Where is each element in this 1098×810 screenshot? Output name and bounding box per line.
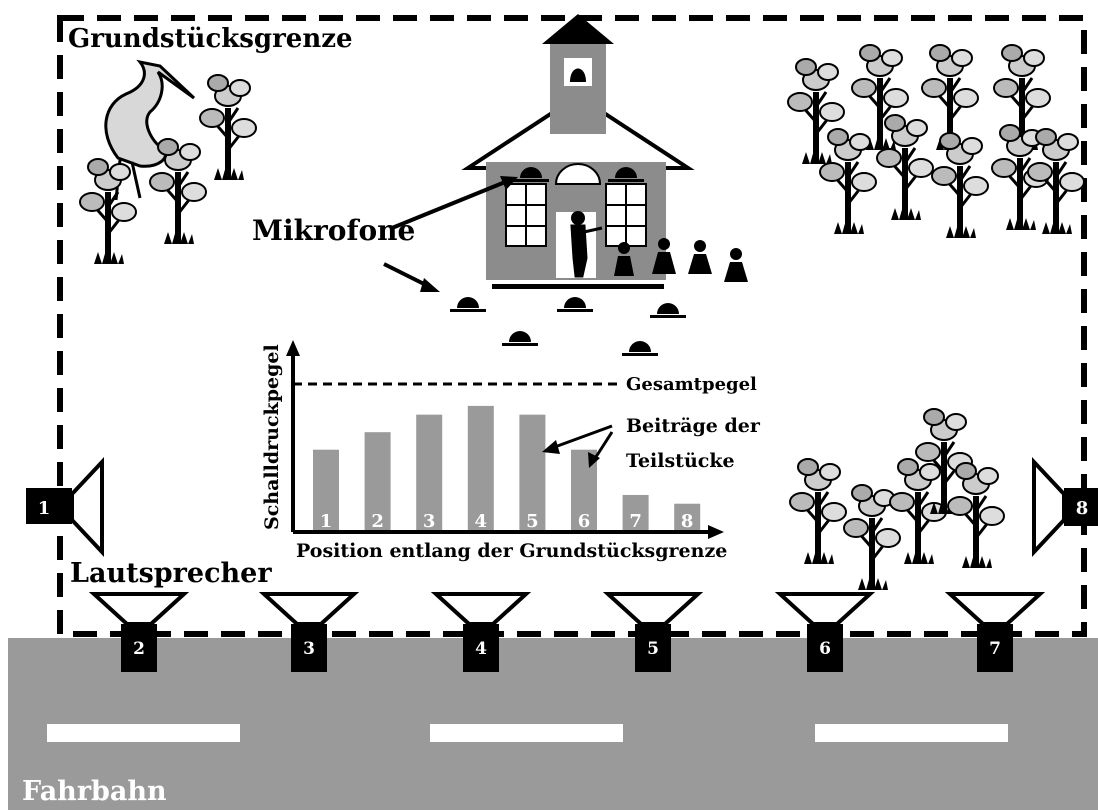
bar-label-7: 7	[629, 511, 642, 532]
loudspeaker-3: 3	[258, 592, 360, 672]
bar-label-8: 8	[681, 511, 694, 532]
microphone-icon	[622, 341, 658, 356]
speaker-number: 7	[989, 639, 1001, 659]
speaker-number: 3	[303, 639, 315, 659]
bar-2	[364, 432, 391, 530]
y-axis-label: Schalldruckpegel	[261, 344, 283, 530]
total-level-label: Gesamtpegel	[626, 374, 757, 395]
x-axis-arrow	[708, 525, 724, 539]
bar-label-6: 6	[578, 511, 591, 532]
bar-label-1: 1	[320, 511, 333, 532]
boundary-label: Grundstücksgrenze	[68, 24, 353, 54]
x-axis-label: Position entlang der Grundstücksgrenze	[296, 540, 727, 562]
speaker-number: 5	[647, 639, 659, 659]
microphone-icon	[557, 297, 593, 312]
microphone-icon	[650, 303, 686, 318]
school-building-icon	[461, 14, 748, 289]
tree-icon	[888, 457, 948, 566]
loudspeaker-8: 8	[1032, 456, 1098, 558]
tree-icon	[875, 113, 935, 222]
loudspeakers-label: Lautsprecher	[70, 558, 272, 589]
bar-label-4: 4	[475, 511, 488, 532]
microphone-icon	[502, 331, 538, 346]
speaker-number: 8	[1076, 498, 1089, 519]
contributions-pointer-arrows	[542, 424, 614, 468]
bar-label-3: 3	[423, 511, 436, 532]
y-axis-arrow	[286, 340, 300, 356]
bar-3	[416, 414, 443, 530]
bar-7	[622, 494, 649, 530]
microphone-icon	[450, 297, 486, 312]
tree-icon	[78, 157, 138, 266]
road-label: Fahrbahn	[22, 776, 167, 807]
property-boundary	[57, 15, 1087, 637]
level-chart: 1 2 3 4 5 6 7 8 Gesamtpegel Position entlang de…	[261, 340, 761, 562]
lane-marking	[47, 724, 240, 742]
bar-8	[674, 503, 701, 530]
bar-1	[313, 449, 339, 530]
speaker-number: 6	[819, 639, 831, 659]
loudspeaker-7: 7	[944, 592, 1046, 672]
speaker-number: 2	[133, 639, 145, 659]
contributions-label-line2: Teilstücke	[626, 450, 735, 472]
loudspeaker-4: 4	[430, 592, 532, 672]
speaker-number: 1	[38, 498, 51, 519]
tree-icon	[818, 127, 878, 236]
tree-icon	[788, 457, 848, 566]
speaker-number: 4	[475, 639, 487, 659]
bar-label-2: 2	[371, 511, 384, 532]
loudspeaker-1: 1	[26, 456, 104, 558]
loudspeaker-6: 6	[774, 592, 876, 672]
loudspeaker-2: 2	[88, 592, 190, 672]
bar-5	[519, 414, 546, 530]
bar-4	[467, 405, 494, 530]
contributions-label-line1: Beiträge der	[626, 415, 761, 437]
tree-icon	[946, 461, 1006, 570]
lane-marking	[430, 724, 623, 742]
loudspeaker-5: 5	[602, 592, 704, 672]
microphones-label: Mikrofone	[252, 214, 415, 247]
lane-marking	[815, 724, 1008, 742]
microphones-pointer-arrows	[383, 176, 518, 292]
tree-icon	[198, 73, 258, 182]
bar-label-5: 5	[526, 511, 539, 532]
